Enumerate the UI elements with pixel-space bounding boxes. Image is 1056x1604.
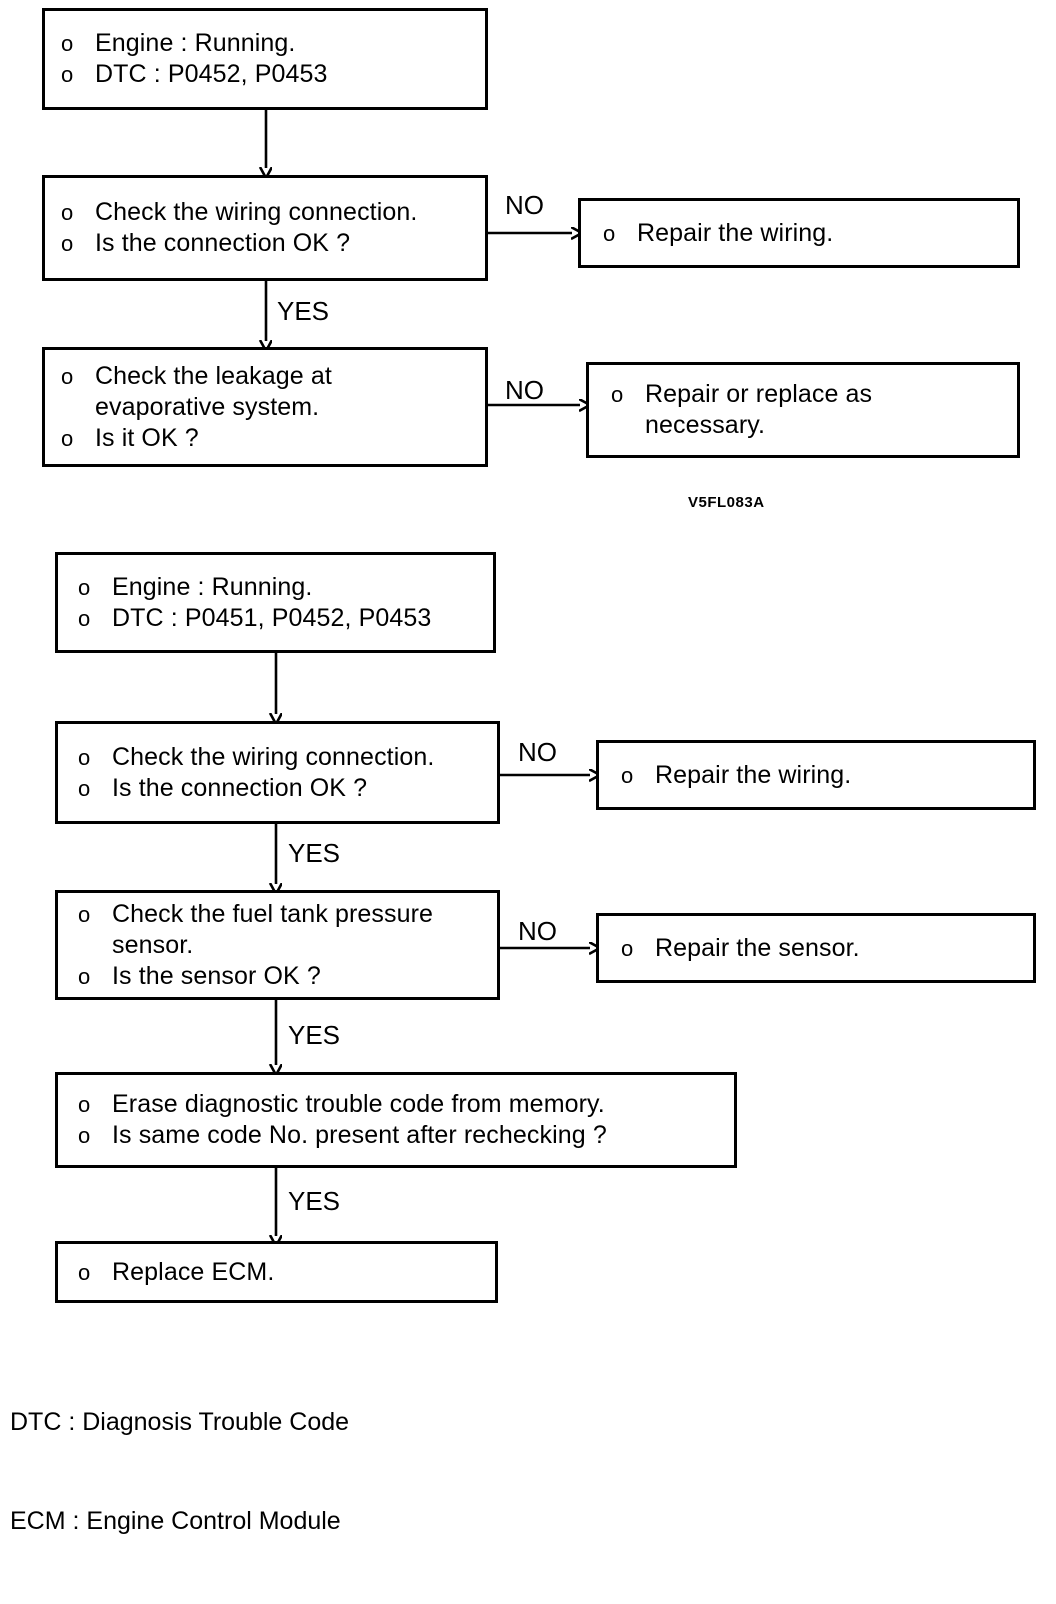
box-check-wiring-1: o Check the wiring connection. o Is the … — [42, 175, 488, 281]
bullet-marker: o — [78, 605, 91, 631]
box-line: o Replace ECM. — [78, 1257, 485, 1288]
bullet-marker: o — [78, 1092, 91, 1117]
bullet-marker: o — [61, 363, 74, 389]
edge-label-yes-leakage-1: YES — [277, 296, 330, 326]
box-repair-wiring-2: o Repair the wiring. — [596, 740, 1036, 810]
box-line: o Repair the wiring. — [621, 760, 1023, 791]
box-line-text: Erase diagnostic trouble code from memor… — [112, 1090, 605, 1118]
box-line-text: sensor. — [112, 930, 194, 959]
box-line-text: Is it OK ? — [95, 423, 199, 452]
box-line-text: Repair or replace as — [645, 380, 873, 408]
box-line-text: Repair the sensor. — [655, 933, 860, 962]
bullet-marker: o — [78, 1123, 91, 1148]
bullet-marker: o — [61, 425, 74, 451]
box-repair-sensor-2: o Repair the sensor. — [596, 913, 1036, 983]
bullet-marker: o — [621, 762, 634, 788]
box-line: evaporative system. — [61, 392, 475, 423]
box-line-text: Engine : Running. — [112, 572, 313, 601]
box-start-2: o Engine : Running. o DTC : P0451, P0452… — [55, 552, 496, 653]
edge-label-yes-sensor-2: YES — [288, 838, 341, 868]
edge-label-no-wiring-2: NO — [518, 737, 557, 767]
legend-block: DTC : Diagnosis Trouble Code ECM : Engin… — [10, 1340, 349, 1604]
box-line: o DTC : P0452, P0453 — [61, 59, 475, 90]
bullet-marker: o — [78, 775, 91, 801]
box-line: o DTC : P0451, P0452, P0453 — [78, 603, 483, 634]
box-line-text: Is the connection OK ? — [95, 229, 351, 257]
box-erase-code-2: o Erase diagnostic trouble code from mem… — [55, 1072, 737, 1168]
edge-label-no-sensor-2: NO — [518, 916, 557, 946]
box-line-text: evaporative system. — [95, 392, 320, 421]
box-replace-ecm-2: o Replace ECM. — [55, 1241, 498, 1303]
edge-label-yes-erase-2: YES — [288, 1020, 341, 1050]
box-line: sensor. — [78, 930, 487, 961]
box-line-text: Is the sensor OK ? — [112, 961, 321, 990]
edge-label-yes-ecm-2: YES — [288, 1186, 341, 1216]
bullet-marker: o — [78, 574, 91, 600]
box-line-text: DTC : P0451, P0452, P0453 — [112, 603, 432, 632]
bullet-marker: o — [61, 62, 74, 87]
box-line-text: Repair the wiring. — [637, 218, 834, 247]
box-start-1: o Engine : Running. o DTC : P0452, P0453 — [42, 8, 488, 110]
figure-caption: V5FL083A — [688, 494, 765, 511]
box-line-text: Check the leakage at — [95, 361, 332, 390]
box-line: o Repair or replace as — [611, 379, 1007, 410]
box-line: o Check the wiring connection. — [61, 197, 475, 228]
bullet-marker: o — [78, 1259, 91, 1285]
legend-line-dtc: DTC : Diagnosis Trouble Code — [10, 1408, 350, 1436]
bullet-marker: o — [61, 231, 74, 256]
bullet-marker: o — [61, 200, 74, 225]
bullet-marker: o — [78, 901, 91, 927]
box-line-text: Is the connection OK ? — [112, 773, 368, 802]
bullet-marker: o — [61, 31, 74, 56]
edge-label-no-wiring-1: NO — [505, 190, 544, 220]
bullet-marker: o — [611, 382, 624, 407]
bullet-marker: o — [621, 935, 634, 961]
box-line: o Is it OK ? — [61, 423, 475, 454]
bullet-marker: o — [78, 963, 91, 989]
box-line: o Repair the wiring. — [603, 218, 1007, 249]
box-line: o Is same code No. present after recheck… — [78, 1120, 724, 1151]
box-line-text: DTC : P0452, P0453 — [95, 60, 328, 88]
box-line-text: Replace ECM. — [112, 1257, 275, 1286]
box-check-wiring-2: o Check the wiring connection. o Is the … — [55, 721, 500, 824]
box-line-text: Check the wiring connection. — [112, 742, 435, 771]
box-check-leakage-1: o Check the leakage at evaporative syste… — [42, 347, 488, 467]
box-line-text: Check the fuel tank pressure — [112, 899, 434, 928]
box-repair-wiring-1: o Repair the wiring. — [578, 198, 1020, 268]
flowchart-canvas: o Engine : Running. o DTC : P0452, P0453… — [10, 8, 1036, 1535]
box-check-sensor-2: o Check the fuel tank pressure sensor. o… — [55, 890, 500, 1000]
box-line: o Is the sensor OK ? — [78, 961, 487, 992]
bullet-marker: o — [603, 220, 616, 246]
box-line-text: Repair the wiring. — [655, 760, 852, 789]
box-line: o Engine : Running. — [78, 572, 483, 603]
box-line: o Erase diagnostic trouble code from mem… — [78, 1089, 724, 1120]
box-line: o Is the connection OK ? — [61, 228, 475, 259]
box-line: o Repair the sensor. — [621, 933, 1023, 964]
legend-line-ecm: ECM : Engine Control Module — [10, 1507, 341, 1535]
box-line: o Engine : Running. — [61, 28, 475, 59]
box-line: necessary. — [611, 410, 1007, 441]
box-line-text: necessary. — [645, 411, 766, 439]
box-line-text: Check the wiring connection. — [95, 198, 418, 226]
box-line-text: Is same code No. present after recheckin… — [112, 1121, 607, 1149]
box-line: o Check the leakage at — [61, 361, 475, 392]
box-line: o Check the fuel tank pressure — [78, 899, 487, 930]
box-repair-replace-1: o Repair or replace as necessary. — [586, 362, 1020, 458]
box-line-text: Engine : Running. — [95, 29, 296, 57]
box-line: o Is the connection OK ? — [78, 773, 487, 804]
edge-label-no-leakage-1: NO — [505, 375, 544, 405]
bullet-marker: o — [78, 744, 91, 770]
box-line: o Check the wiring connection. — [78, 742, 487, 773]
